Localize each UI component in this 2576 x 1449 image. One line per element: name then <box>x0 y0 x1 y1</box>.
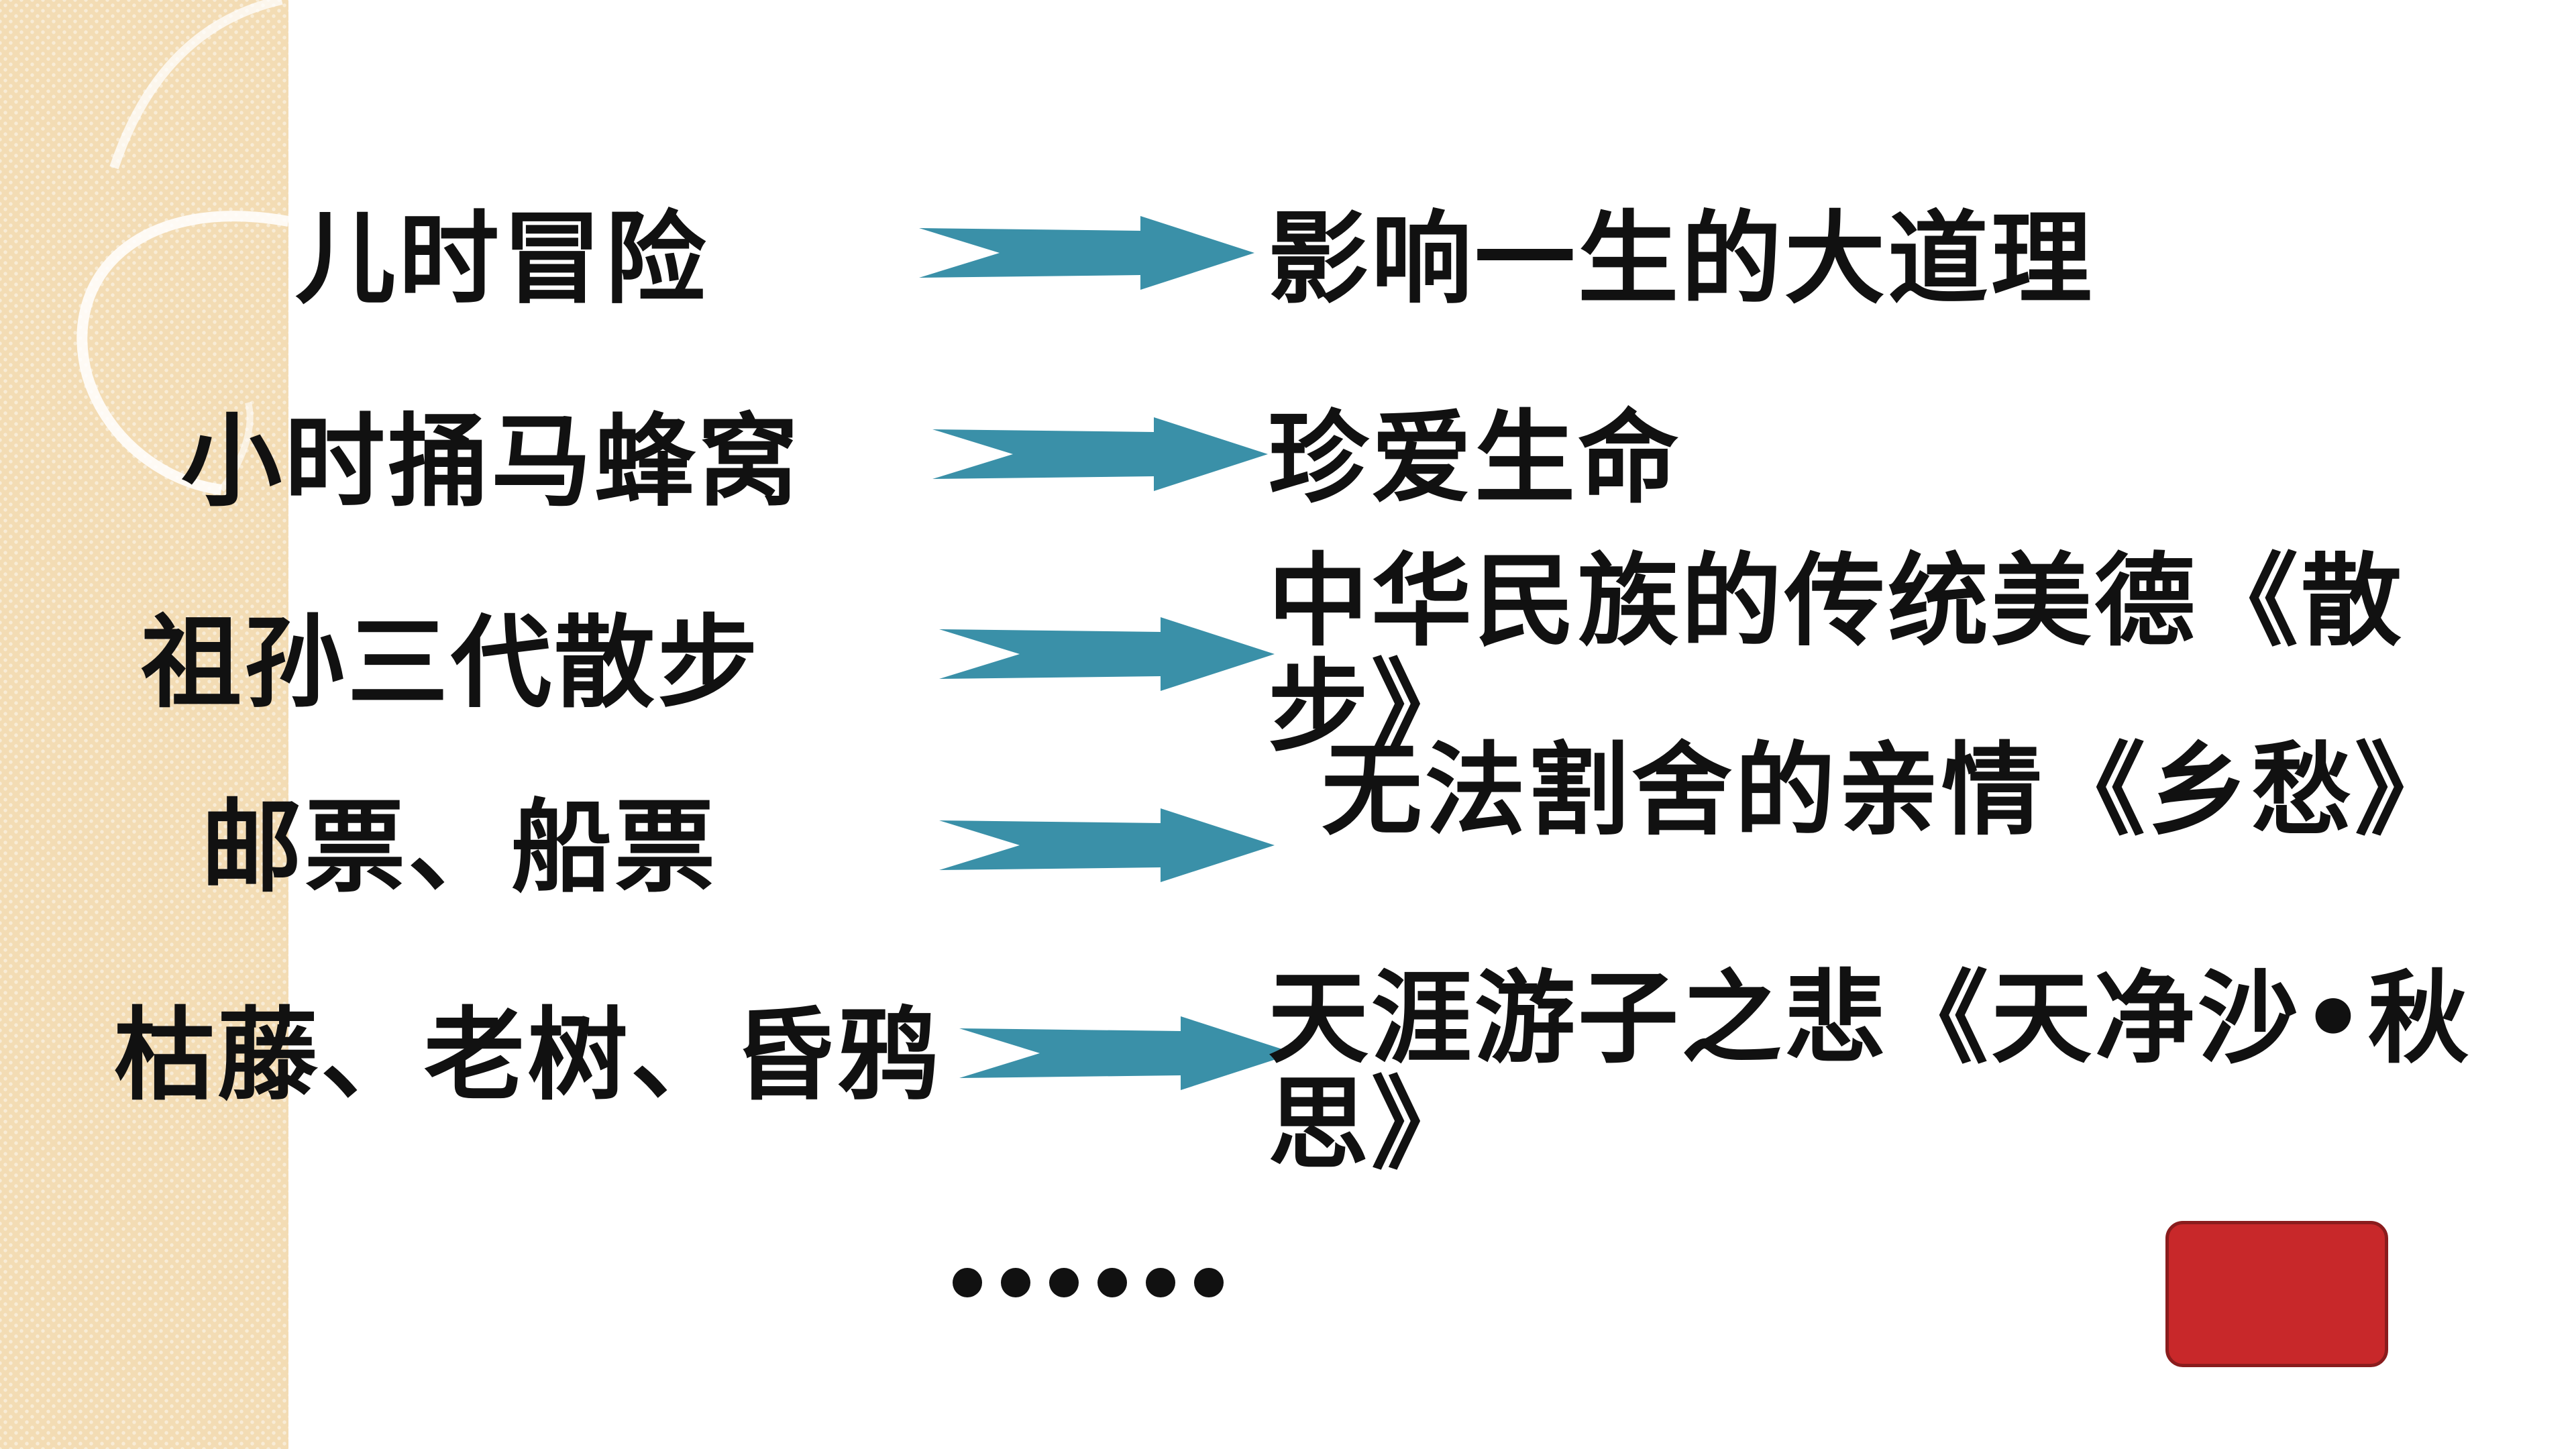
right-arrow-icon <box>919 216 1254 290</box>
ellipsis-dot <box>1146 1268 1175 1297</box>
ellipsis-dot <box>953 1268 982 1297</box>
right-label-2: 珍爱生命 <box>1268 399 1682 517</box>
left-label-4: 邮票、船票 <box>201 788 718 906</box>
red-action-button[interactable] <box>2165 1221 2388 1367</box>
right-label-5: 天涯游子之悲《天净沙•秋思》 <box>1268 959 2471 1183</box>
left-label-5: 枯藤、老树、昏鸦 <box>114 996 941 1114</box>
left-label-2: 小时捅马蜂窝 <box>181 402 802 521</box>
right-arrow-icon <box>939 808 1275 882</box>
right-arrow-icon <box>932 417 1268 491</box>
ellipsis <box>953 1268 1224 1297</box>
ellipsis-dot <box>1097 1268 1127 1297</box>
right-label-4: 无法割舍的亲情《乡愁》 <box>1322 731 2459 849</box>
right-arrow-icon <box>939 617 1275 691</box>
ellipsis-dot <box>1194 1268 1224 1297</box>
left-label-1: 儿时冒险 <box>295 200 709 318</box>
right-label-3: 中华民族的传统美德《散步》 <box>1268 542 2405 766</box>
decorative-ring-icon <box>76 0 290 495</box>
ellipsis-dot <box>1049 1268 1079 1297</box>
ellipsis-dot <box>1001 1268 1030 1297</box>
right-label-1: 影响一生的大道理 <box>1268 200 2095 318</box>
right-arrow-icon <box>959 1016 1295 1090</box>
left-label-3: 祖孙三代散步 <box>141 604 761 722</box>
